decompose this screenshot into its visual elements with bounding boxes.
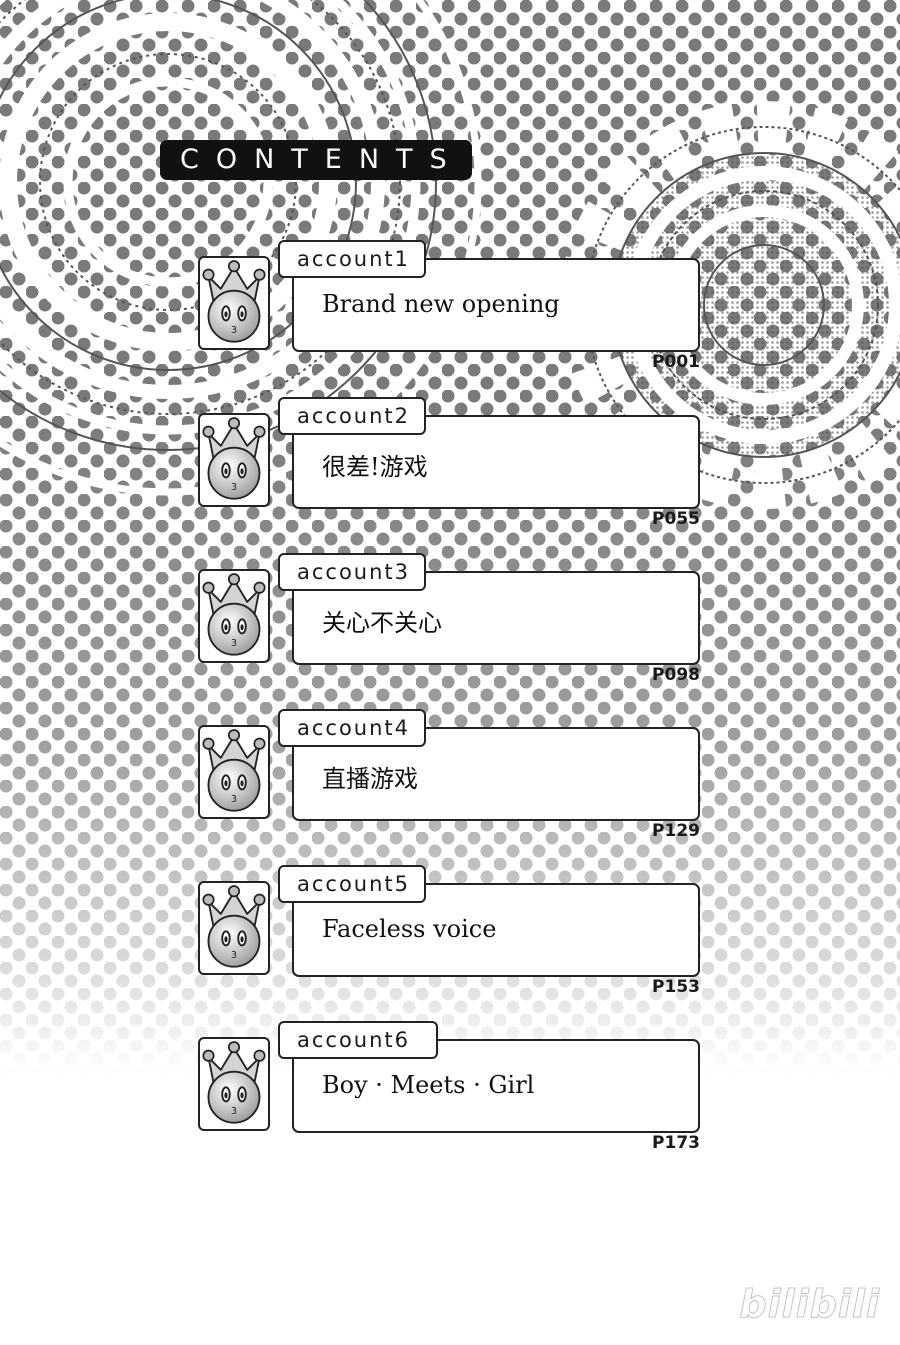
chapter-title: Boy · Meets · Girl — [322, 1071, 535, 1099]
chapter-label-tab: account6 — [278, 1021, 438, 1059]
chapter-title: 关心不关心 — [322, 609, 442, 637]
bilibili-watermark: bilibili — [739, 1282, 880, 1327]
chapter-label-tab: account3 — [278, 553, 426, 591]
avatar-badge-number: 3 — [231, 794, 237, 805]
crown-mascot-icon: 3 — [198, 881, 270, 975]
crown-mascot-icon: 3 — [198, 725, 270, 819]
chapter-label-tab: account5 — [278, 865, 426, 903]
chapter-title: 很差!游戏 — [322, 453, 428, 481]
chapter-page-number: P001 — [652, 352, 700, 372]
avatar-badge-number: 3 — [231, 482, 237, 493]
crown-mascot-icon: 3 — [198, 256, 270, 350]
chapter-page-number: P098 — [652, 665, 700, 685]
chapter-label-tab: account2 — [278, 397, 426, 435]
contents-title-banner: CONTENTS — [160, 140, 472, 180]
crown-mascot-icon: 3 — [198, 1037, 270, 1131]
chapter-title: Faceless voice — [322, 915, 497, 943]
chapter-title: Brand new opening — [322, 290, 560, 318]
chapter-label-tab: account1 — [278, 240, 426, 278]
avatar-badge-number: 3 — [231, 638, 237, 649]
crown-mascot-icon: 3 — [198, 569, 270, 663]
chapter-title-box: 关心不关心 — [292, 571, 700, 665]
chapter-label-tab: account4 — [278, 709, 426, 747]
chapter-page-number: P055 — [652, 509, 700, 529]
chapter-title: 直播游戏 — [322, 765, 418, 793]
chapter-page-number: P129 — [652, 821, 700, 841]
avatar-badge-number: 3 — [231, 325, 237, 336]
chapter-page-number: P153 — [652, 977, 700, 997]
crown-mascot-icon: 3 — [198, 413, 270, 507]
avatar-badge-number: 3 — [231, 1106, 237, 1117]
chapter-page-number: P173 — [652, 1133, 700, 1153]
avatar-badge-number: 3 — [231, 950, 237, 961]
